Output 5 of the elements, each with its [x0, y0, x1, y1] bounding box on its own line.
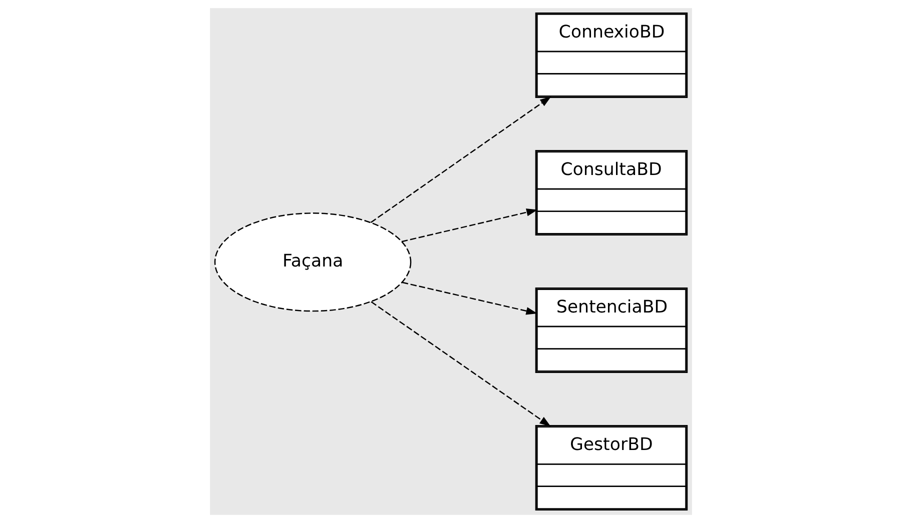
node-ellipse: Façana: [214, 212, 411, 312]
arrow: [402, 282, 537, 315]
arrow: [370, 301, 550, 427]
arrow: [401, 208, 538, 242]
arrow: [370, 96, 551, 223]
